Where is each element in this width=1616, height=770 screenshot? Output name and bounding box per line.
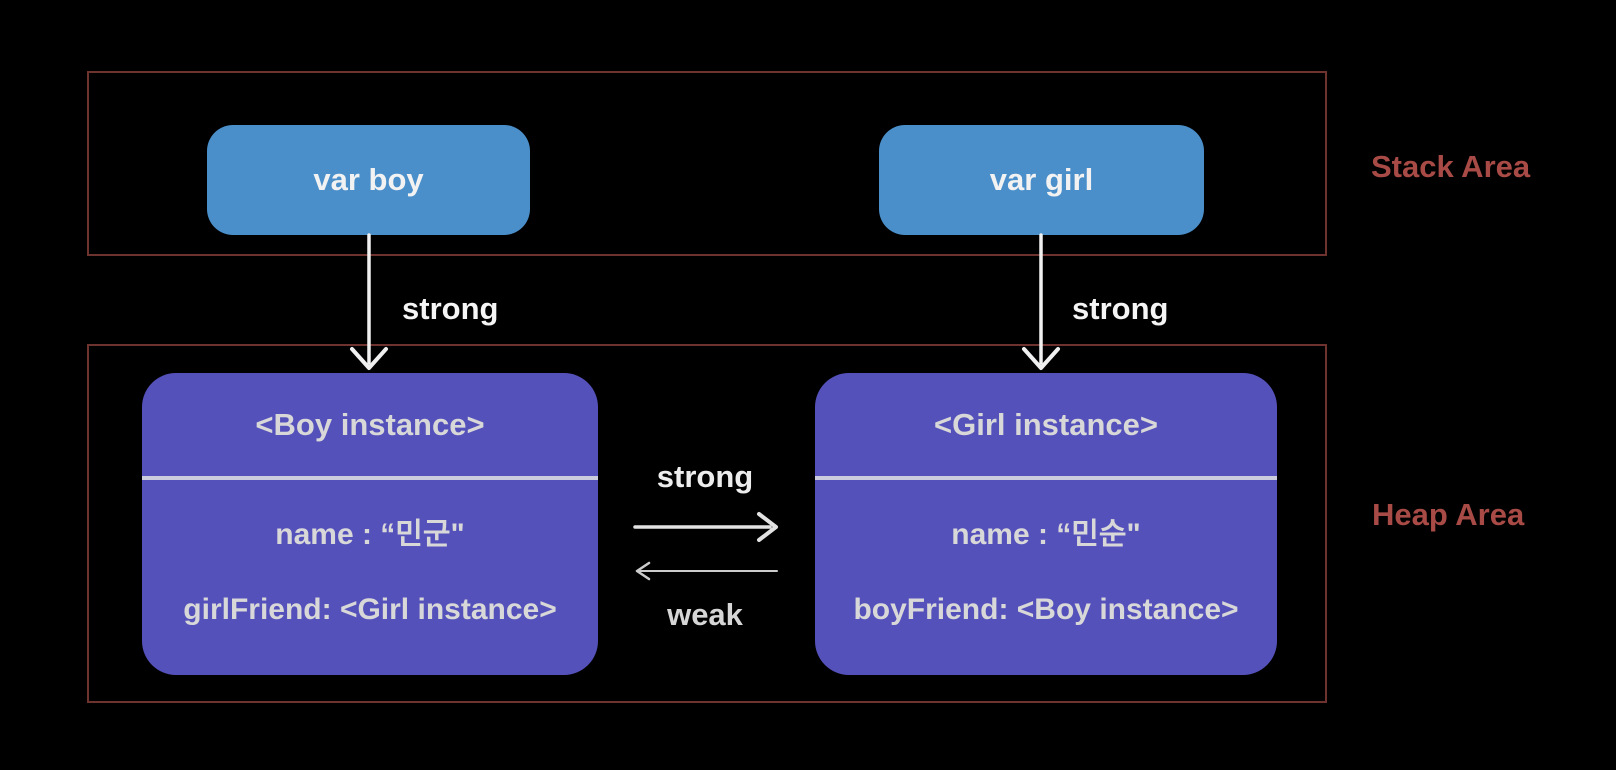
boy-name-field: name : “민군" — [275, 518, 465, 551]
boy-girlfriend-field: girlFriend: <Girl instance> — [183, 593, 557, 626]
heap-area-label: Heap Area — [1372, 497, 1525, 532]
var-boy-node: var boy — [207, 125, 530, 235]
boy-instance-divider — [142, 476, 598, 480]
girl-instance-node: <Girl instance> name : “민순" boyFriend: <… — [815, 373, 1277, 675]
weak-label-girl-to-boy: weak — [667, 597, 743, 632]
var-girl-label: var girl — [989, 162, 1094, 197]
girl-instance-body: name : “민순" boyFriend: <Boy instance> — [815, 480, 1277, 675]
boy-instance-node: <Boy instance> name : “민군" girlFriend: <… — [142, 373, 598, 675]
girl-instance-title: <Girl instance> — [934, 406, 1158, 442]
var-boy-label: var boy — [313, 162, 424, 197]
stack-area-rect — [87, 71, 1327, 256]
boy-instance-title: <Boy instance> — [255, 406, 485, 442]
strong-label-var-boy: strong — [402, 291, 499, 326]
strong-label-boy-to-girl: strong — [656, 459, 754, 494]
strong-label-var-girl: strong — [1072, 291, 1169, 326]
girl-instance-divider — [815, 476, 1277, 480]
girl-boyfriend-field: boyFriend: <Boy instance> — [853, 593, 1239, 626]
stack-area-label: Stack Area — [1371, 149, 1531, 184]
var-girl-node: var girl — [879, 125, 1204, 235]
boy-instance-body: name : “민군" girlFriend: <Girl instance> — [142, 480, 598, 675]
girl-name-field: name : “민순" — [951, 518, 1141, 551]
heap-area-rect — [87, 344, 1327, 703]
